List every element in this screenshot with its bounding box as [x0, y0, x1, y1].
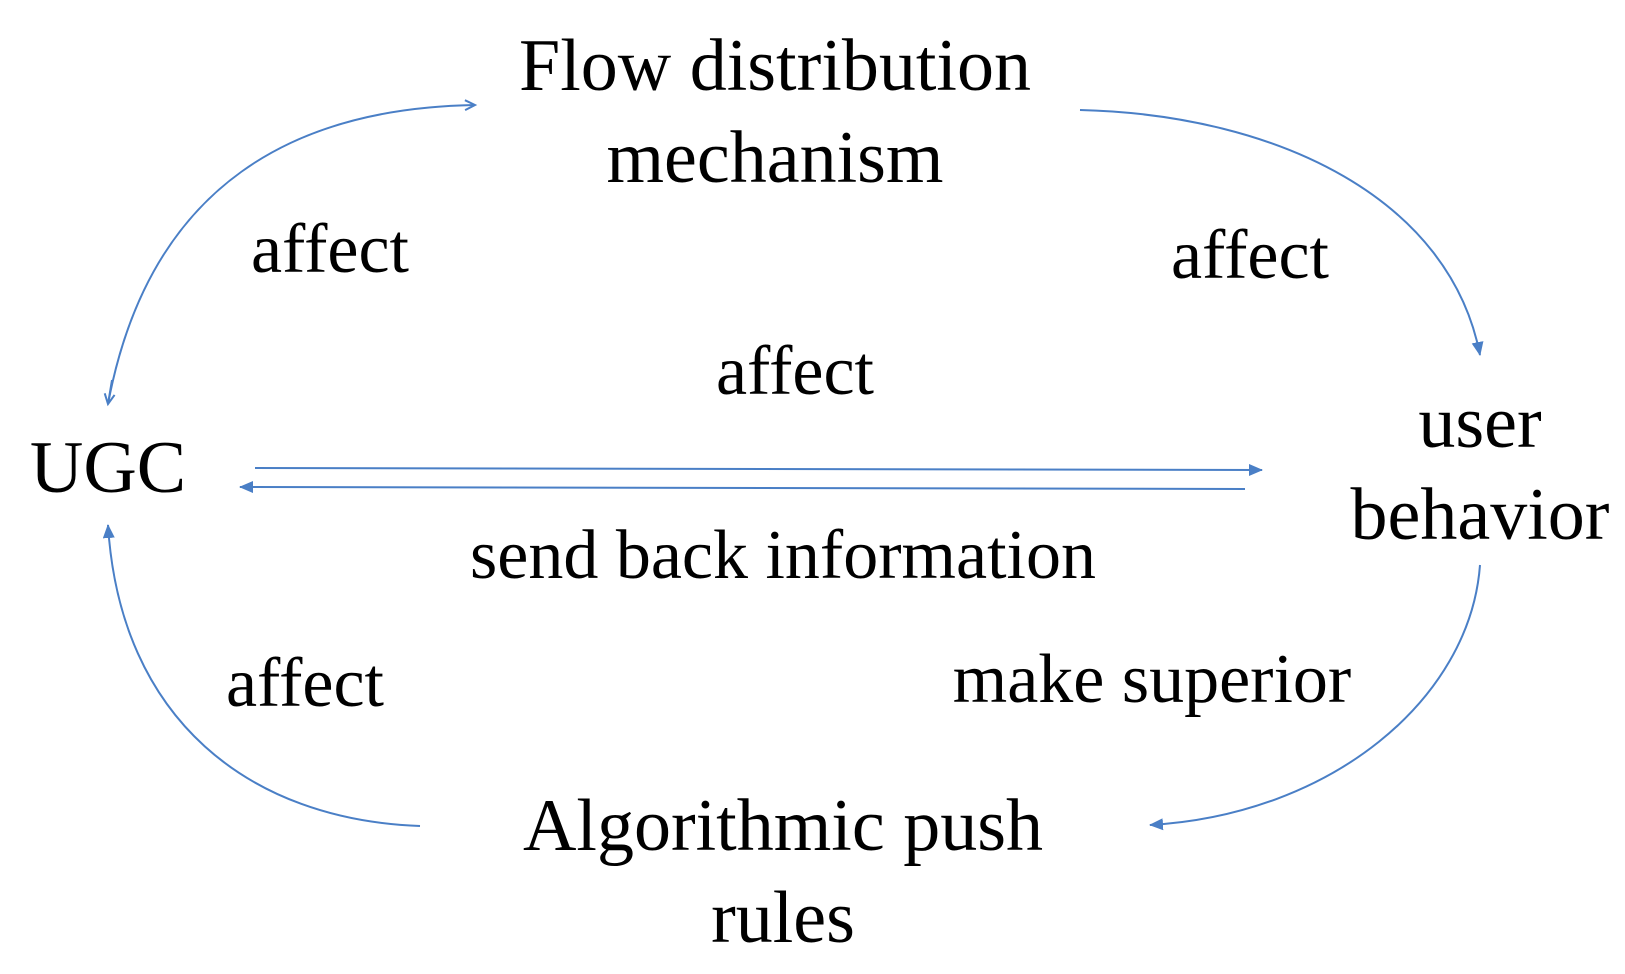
- node-flow-distribution-line1: Flow distribution: [519, 25, 1031, 107]
- edge-label-user-push: make superior: [953, 641, 1351, 718]
- arrow-ugc-to-flow: [107, 99, 478, 405]
- node-user-behavior-line2: behavior: [1351, 474, 1610, 556]
- arrow-user-to-ugc: [239, 481, 1246, 494]
- arrow-flow-to-user: [1079, 109, 1484, 356]
- arrow-push-to-ugc: [102, 524, 421, 827]
- node-algorithmic-push-line2: rules: [711, 877, 855, 959]
- edge-label-flow-user: affect: [1171, 217, 1330, 294]
- arrow-ugc-to-user: [254, 463, 1263, 476]
- edge-label-push-ugc: affect: [226, 645, 385, 722]
- node-algorithmic-push-line1: Algorithmic push: [523, 785, 1043, 867]
- arrow-user-to-push: [1149, 564, 1481, 831]
- node-flow-distribution-line2: mechanism: [606, 117, 943, 199]
- node-ugc: UGC: [30, 427, 186, 509]
- arrow-flow-to-ugc-head: [103, 379, 116, 407]
- edge-label-ugc-user: affect: [716, 333, 875, 410]
- edge-label-flow-ugc: affect: [251, 211, 410, 288]
- edge-label-user-ugc: send back information: [470, 517, 1096, 594]
- node-user-behavior-line1: user: [1418, 382, 1541, 464]
